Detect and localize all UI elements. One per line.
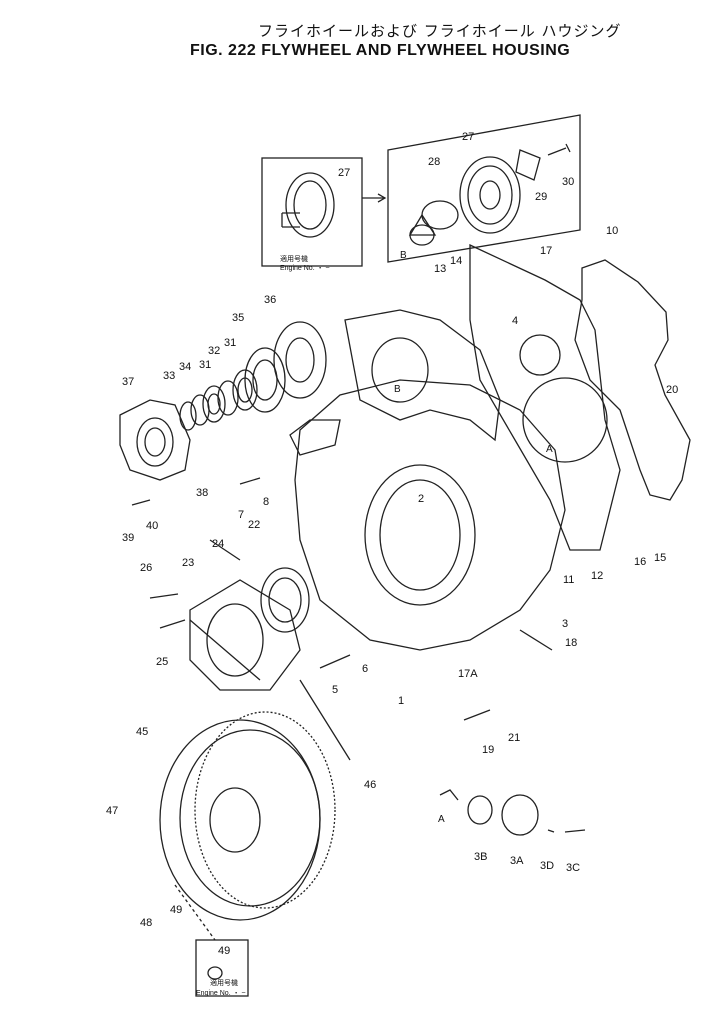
ring-32 (217, 380, 239, 416)
top-inset-note-en: Engine No. ・ ~ (280, 265, 330, 272)
part-label-19: 19 (482, 744, 495, 756)
part-label-2: 2 (418, 493, 425, 505)
part-label-32: 32 (208, 345, 221, 357)
part-label-3: 3 (562, 618, 569, 630)
part-label-21: 21 (508, 732, 521, 744)
part-label-10: 10 (606, 225, 619, 237)
part-label-3D: 3D (540, 860, 555, 872)
part-label-31: 31 (224, 337, 237, 349)
part-label-37: 37 (122, 376, 135, 388)
part-label-33: 33 (163, 370, 176, 382)
part-label-17: 17 (540, 245, 553, 257)
part-label-31b: 31 (199, 359, 212, 371)
part-label-14: 14 (450, 255, 463, 267)
part-label-46: 46 (364, 779, 377, 791)
part-label-28: 28 (428, 156, 441, 168)
part-label-5: 5 (332, 684, 339, 696)
plate-3B (467, 795, 493, 825)
part-label-3B: 3B (474, 851, 488, 863)
part-label-1: 1 (398, 695, 405, 707)
part-label-48: 48 (140, 917, 153, 929)
part-label-49: 49 (170, 904, 183, 916)
part-label-27: 27 (338, 167, 351, 179)
top-inset-frame (261, 157, 363, 267)
part-label-25: 25 (156, 656, 169, 668)
plate-17 (469, 243, 621, 551)
part-label-16: 16 (634, 556, 647, 568)
label-inset-b: B (400, 250, 407, 261)
part-label-7: 7 (238, 509, 245, 521)
part-label-18: 18 (565, 637, 578, 649)
plate-29 (515, 149, 541, 181)
part-label-13: 13 (434, 263, 447, 275)
part-label-17A: 17A (458, 668, 478, 680)
title-japanese: フライホイールおよび フライホイール ハウジング (258, 22, 622, 40)
bottom-inset-note-en: Engine No. ・ ~ (196, 990, 246, 997)
part-label-34: 34 (179, 361, 192, 373)
hub-28 (408, 200, 459, 246)
title-english: FIG. 222 FLYWHEEL AND FLYWHEEL HOUSING (190, 42, 571, 59)
bottom-inset-label: 49 (218, 945, 231, 957)
cover-3A (501, 794, 539, 836)
flywheel-45 (159, 719, 321, 921)
part-label-26: 26 (140, 562, 153, 574)
part-label-45: 45 (136, 726, 149, 738)
ring-gear-46 (194, 711, 336, 909)
housing-1 (294, 379, 566, 651)
ring-33 (179, 401, 197, 431)
bolt-3C (564, 829, 586, 833)
bolt-30 (547, 143, 571, 156)
part-label-22: 22 (248, 519, 261, 531)
part-label-11: 11 (563, 574, 575, 586)
part-label-29: 29 (535, 191, 548, 203)
gear-27 (459, 156, 521, 234)
seal-22 (260, 567, 310, 633)
bottom-inset-note-jp: 適用号機 (210, 980, 238, 987)
part-label-39: 39 (122, 532, 135, 544)
part-label-4: 4 (512, 315, 519, 327)
bearing-31 (232, 369, 258, 411)
cover-36 (273, 321, 327, 399)
label-a: A (546, 444, 553, 455)
bearing-31b (202, 385, 226, 423)
part-label-24: 24 (212, 538, 225, 550)
gasket-10 (574, 259, 691, 501)
cover-37 (119, 399, 191, 481)
housing-bore (364, 464, 476, 606)
label-a2: A (438, 814, 445, 825)
washer-3D (547, 829, 555, 833)
part-label-27b: 27 (462, 131, 475, 143)
part-label-35: 35 (232, 312, 245, 324)
ring-34 (190, 394, 210, 426)
gasket-35 (244, 347, 286, 413)
part-label-40: 40 (146, 520, 159, 532)
part-label-30: 30 (562, 176, 575, 188)
part-label-3A: 3A (510, 855, 524, 867)
cover-24 (189, 579, 301, 691)
part-label-6: 6 (362, 663, 369, 675)
part-label-36: 36 (264, 294, 277, 306)
part-label-3C: 3C (566, 862, 581, 874)
part-label-20: 20 (666, 384, 679, 396)
part-label-8: 8 (263, 496, 270, 508)
part-label-15: 15 (654, 552, 667, 564)
gear-assembly-bracket (387, 114, 581, 263)
label-b: B (394, 384, 401, 395)
part-label-12: 12 (591, 570, 604, 582)
part-label-47: 47 (106, 805, 119, 817)
top-inset-note-jp: 適用号機 (280, 256, 308, 263)
part-label-38: 38 (196, 487, 209, 499)
bottom-inset-frame (195, 939, 249, 997)
inset-gear-27 (281, 172, 335, 238)
part-label-23: 23 (182, 557, 195, 569)
